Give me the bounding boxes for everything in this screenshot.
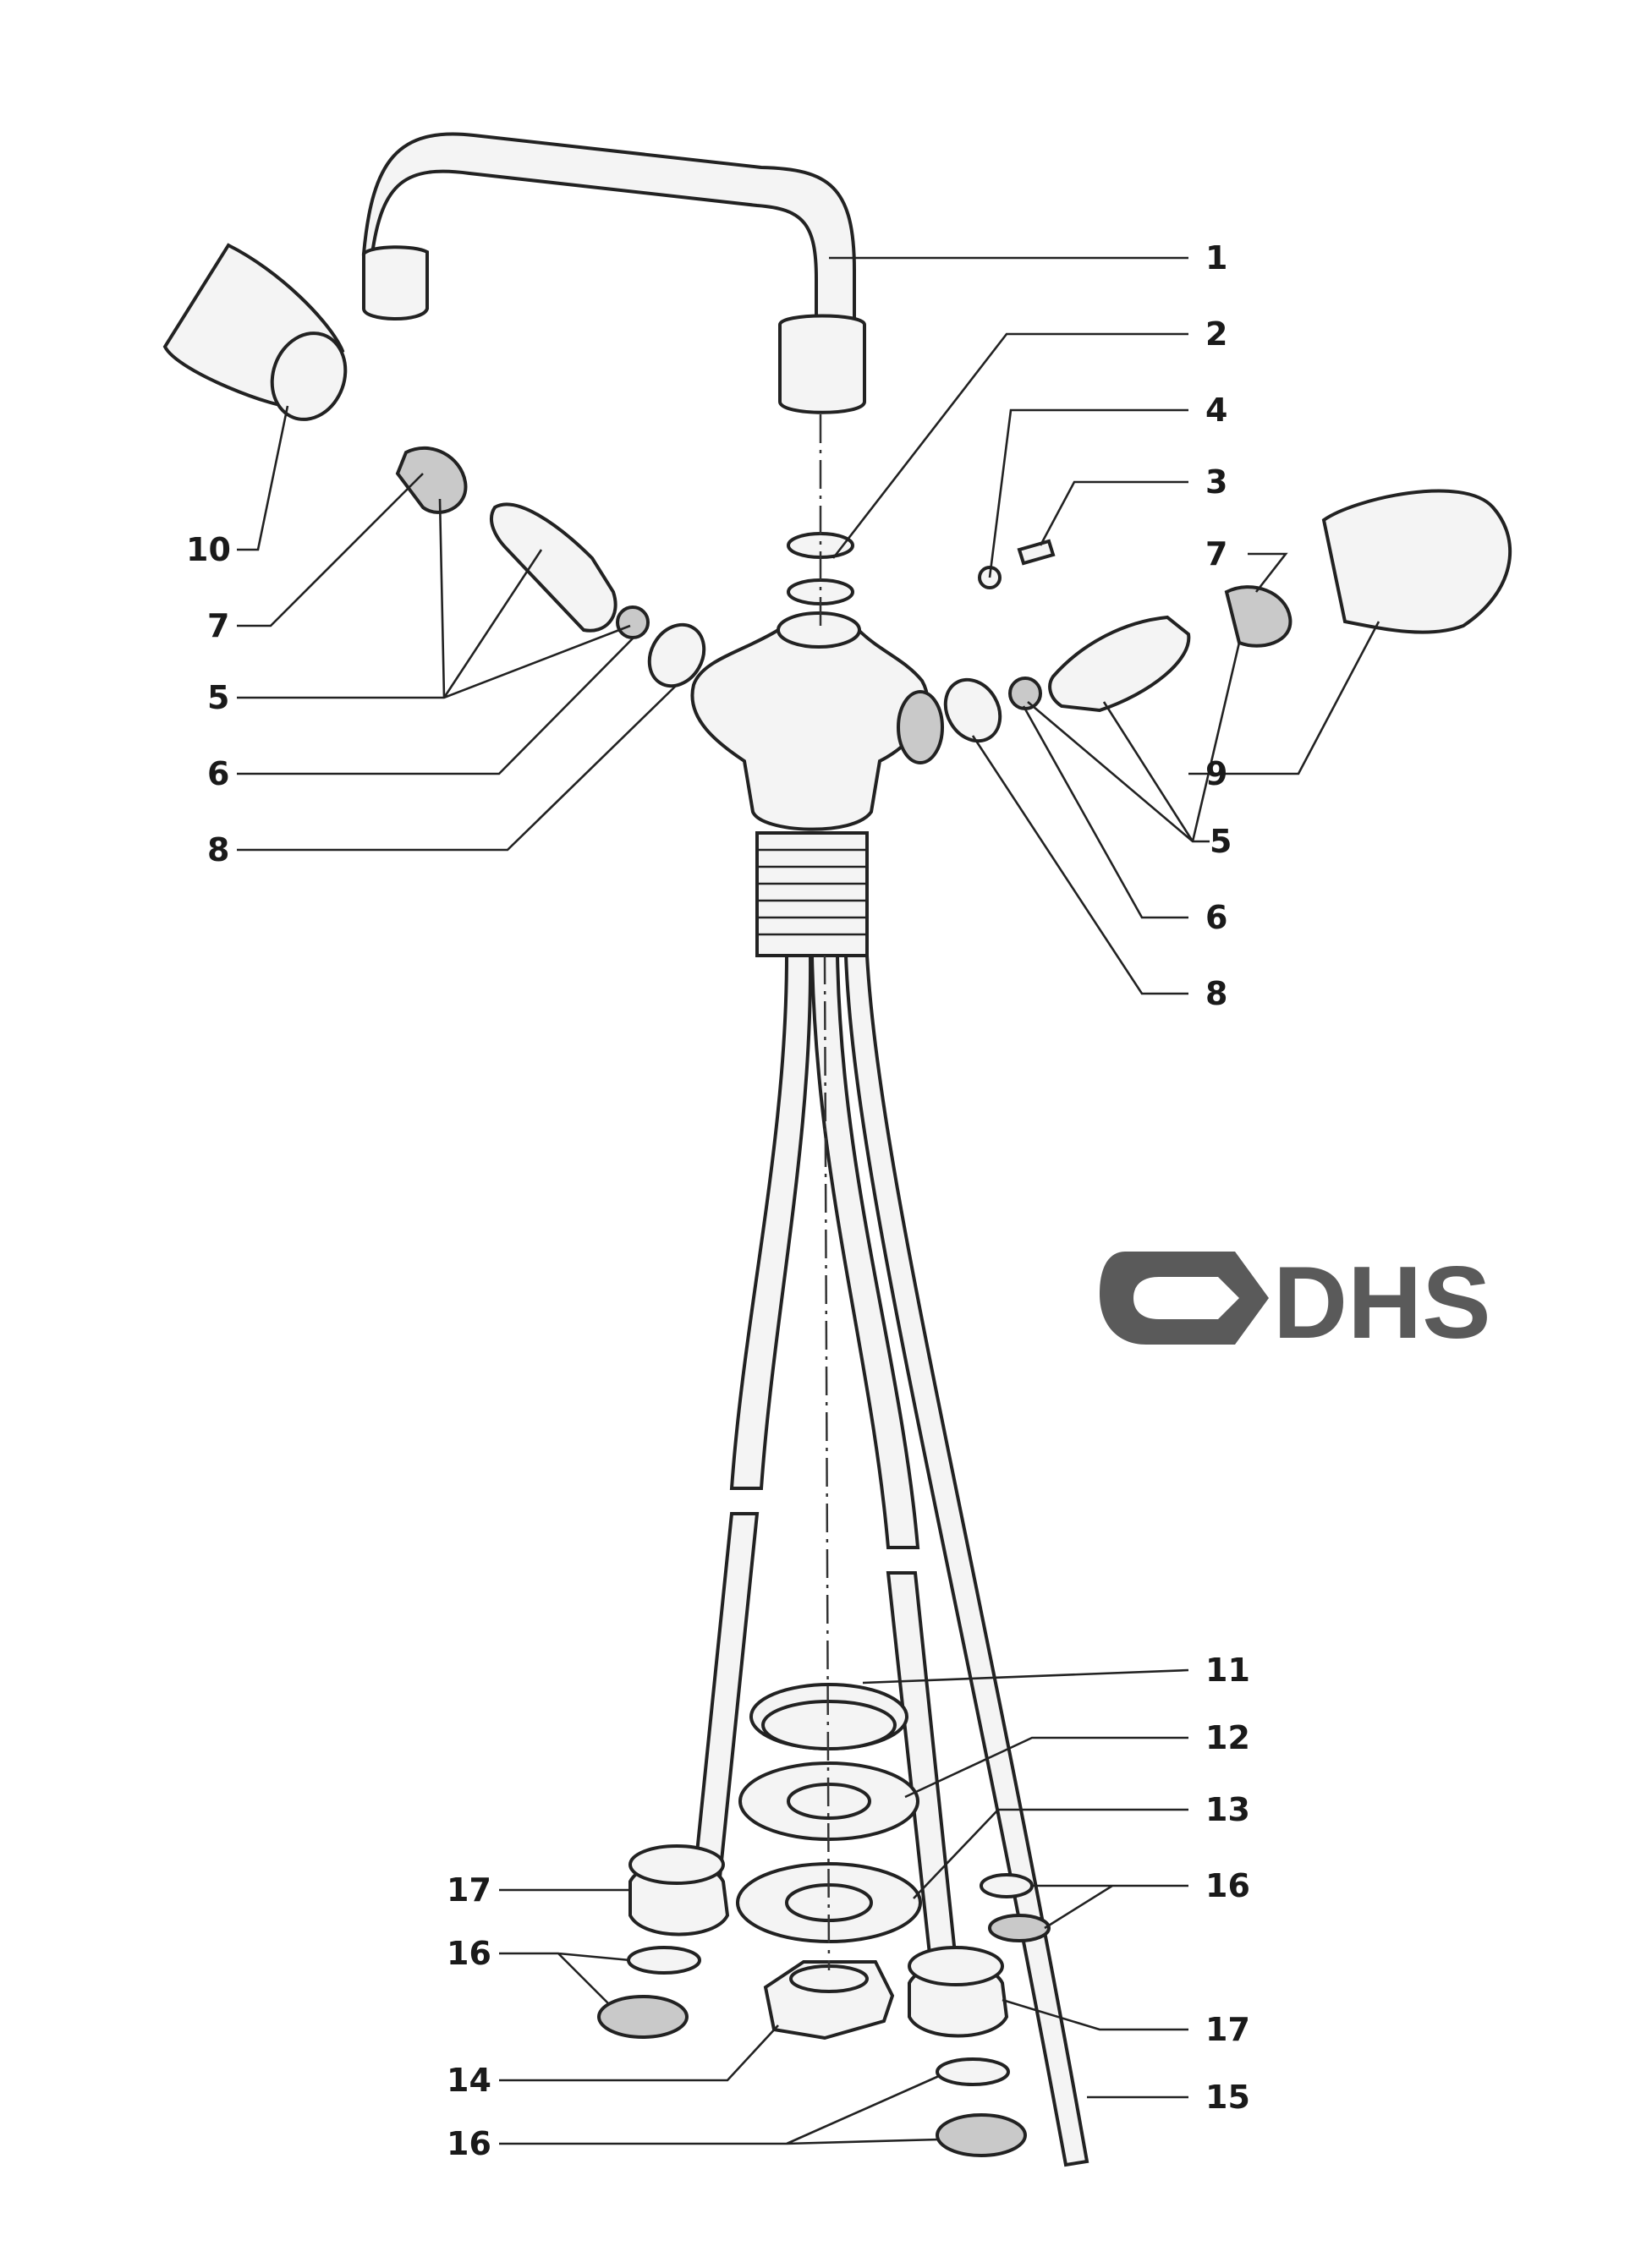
right-compression-nut (908, 1873, 1051, 2157)
callout-16-right: 16 (1205, 1867, 1250, 1904)
callout-12: 12 (1205, 1719, 1250, 1756)
callout-9: 9 (1205, 755, 1227, 792)
dhs-logo-text: DHS (1273, 1245, 1491, 1360)
threaded-shank (755, 831, 869, 957)
callout-10: 10 (186, 531, 231, 568)
callout-1: 1 (1205, 239, 1227, 277)
callout-7-right: 7 (1205, 535, 1227, 572)
callout-16-left: 16 (447, 1935, 491, 1972)
callout-labels: 1 2 4 3 7 9 5 6 8 10 7 5 6 8 11 12 13 16… (186, 239, 1250, 2162)
leader-lines (237, 256, 1380, 2145)
callout-16-bottom: 16 (447, 2125, 491, 2162)
right-valve-assembly (943, 489, 1512, 743)
dhs-logo: DHS (1096, 1245, 1491, 1360)
callout-13: 13 (1205, 1791, 1250, 1828)
callout-7-left: 7 (207, 607, 229, 644)
callout-5-left: 5 (207, 679, 229, 716)
spout-part (361, 132, 866, 414)
assembly-axis (819, 414, 831, 1971)
callout-3: 3 (1205, 463, 1227, 501)
callout-14: 14 (447, 2062, 491, 2099)
callout-6-left: 6 (207, 755, 229, 792)
dhs-logo-mark (1096, 1252, 1269, 1345)
callout-8-left: 8 (207, 831, 229, 868)
base-mounting-parts (736, 1683, 922, 2041)
left-compression-nut (597, 1844, 730, 2039)
supply-tubes (691, 954, 1089, 2167)
callout-8-right: 8 (1205, 975, 1227, 1012)
valve-body (690, 611, 944, 831)
left-valve-assembly (162, 243, 706, 688)
callout-4: 4 (1205, 392, 1227, 429)
callout-6-right: 6 (1205, 899, 1227, 936)
callout-17-right: 17 (1205, 2011, 1250, 2048)
callout-17-left: 17 (447, 1871, 491, 1909)
callout-15: 15 (1205, 2079, 1250, 2116)
callout-2: 2 (1205, 315, 1227, 353)
callout-5-right: 5 (1210, 823, 1232, 860)
callout-11: 11 (1205, 1652, 1250, 1689)
